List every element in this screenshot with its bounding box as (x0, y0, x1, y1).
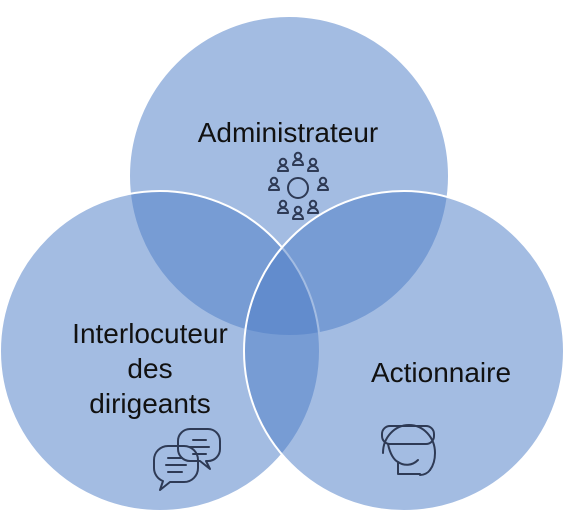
chat-bubbles-icon (153, 428, 221, 491)
label-interlocuteur-line3: dirigeants (89, 388, 210, 419)
meeting-group-icon (268, 151, 329, 220)
circle-actionnaire (243, 190, 565, 512)
label-interlocuteur-line1: Interlocuteur (72, 318, 228, 349)
label-administrateur: Administrateur (198, 117, 379, 148)
vr-headset-person-icon (381, 424, 436, 476)
label-interlocuteur-line2: des (127, 353, 172, 384)
label-actionnaire: Actionnaire (371, 357, 511, 388)
